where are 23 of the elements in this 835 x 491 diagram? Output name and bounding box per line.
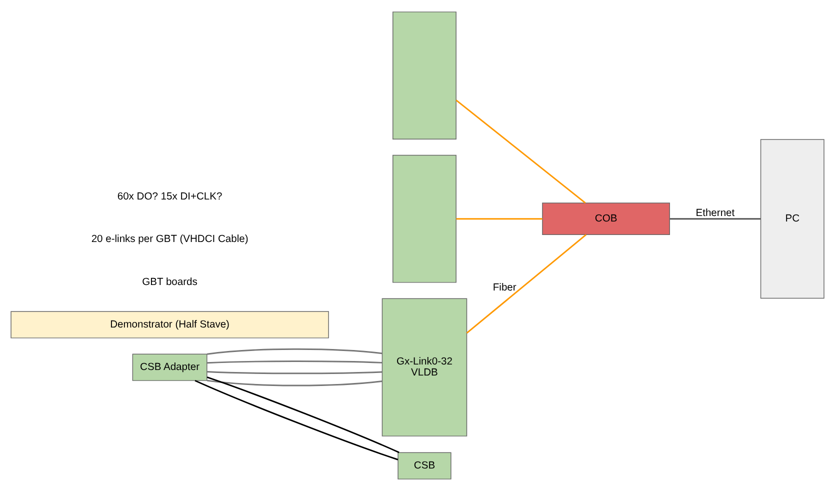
connector (206, 376, 400, 454)
node-box: COB (542, 202, 670, 236)
node-box: CSB Adapter (132, 354, 208, 381)
label: 20 e-links per GBT (VHDCI Cable) (91, 234, 248, 246)
connector (456, 100, 586, 204)
edge-label: Ethernet (696, 208, 735, 220)
node-box: Demonstrator (Half Stave) (10, 311, 329, 338)
label: 60x DO? 15x DI+CLK? (117, 192, 222, 203)
connector (456, 218, 542, 220)
node-box (392, 12, 456, 140)
node-box: Gx-Link0-32 VLDB (382, 298, 468, 436)
edge-label: Fiber (492, 282, 516, 294)
label: GBT boards (142, 276, 198, 288)
connector (194, 380, 398, 460)
connector (207, 380, 382, 386)
connector (207, 371, 382, 374)
node-box: CSB (398, 452, 452, 480)
connector (670, 218, 761, 220)
connector (207, 360, 382, 364)
node-box (392, 154, 456, 283)
connector (466, 234, 587, 334)
node-box: PC (760, 139, 824, 299)
connector (207, 348, 382, 355)
